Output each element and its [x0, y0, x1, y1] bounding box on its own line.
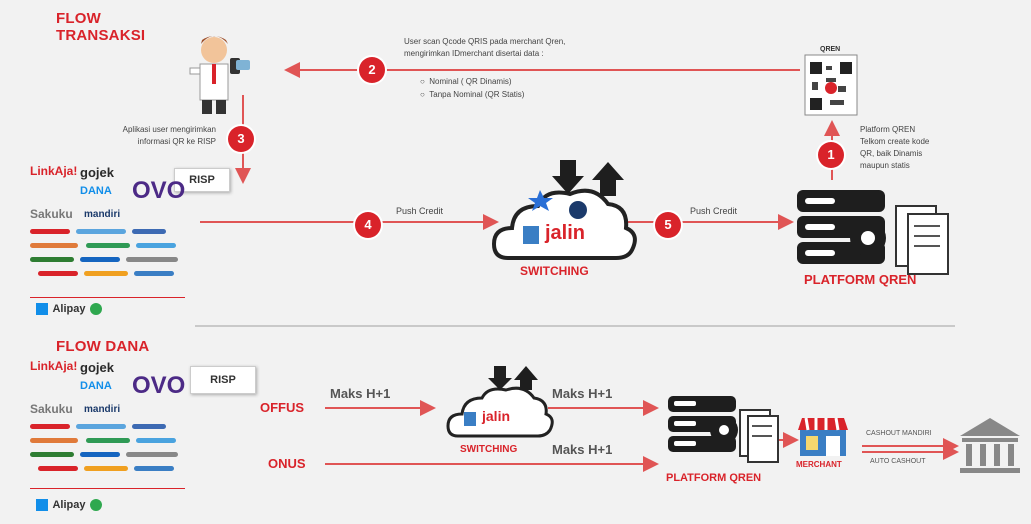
logo-strip-4: [30, 243, 78, 248]
step2-bullet-1-text: Nominal ( QR Dinamis): [429, 77, 512, 86]
alipay-logo-top: Alipay: [36, 300, 102, 318]
flow-dana-title: FLOW DANA: [56, 338, 150, 355]
mandiri-logo-bottom: mandiri: [84, 404, 121, 415]
logo-strip-7: [30, 257, 74, 262]
maks-h1-label-3: Maks H+1: [552, 442, 613, 457]
logo-strip-b10: [38, 466, 78, 471]
alipay-logo-bottom: Alipay: [36, 496, 102, 514]
switching-cloud-bottom: [446, 366, 554, 438]
logo-strip-b2: [76, 424, 126, 429]
switching-label-bottom: SWITCHING: [460, 444, 518, 455]
step-badge-4: 4: [355, 212, 381, 238]
push-credit-label-5: Push Credit: [690, 206, 738, 216]
wechat-pay-icon: [89, 498, 102, 511]
logo-underline-bottom: [30, 488, 185, 489]
logo-strip-b12: [134, 466, 174, 471]
alipay-icon: [36, 498, 48, 511]
logo-strip-11: [84, 271, 128, 276]
qr-brand-label: QREN: [820, 46, 841, 53]
alipay-text: Alipay: [52, 498, 86, 511]
gojek-logo-bottom: gojek: [80, 360, 114, 375]
step1-text-line3: QR, baik Dinamis: [860, 149, 923, 158]
linkaja-logo-bottom: LinkAja!: [30, 359, 78, 373]
ovo-logo-bottom: OVO: [132, 372, 186, 399]
step2-text-line1: User scan Qcode QRIS pada merchant Qren,: [404, 37, 566, 46]
flow-transaksi-title-line1: FLOW: [56, 10, 101, 27]
logo-underline-top: [30, 297, 185, 298]
step-badge-2: 2: [359, 57, 385, 83]
dana-logo: DANA: [80, 185, 112, 197]
jalin-logo-top: jalin: [545, 222, 586, 244]
logo-strip-b1: [30, 424, 70, 429]
risp-box-bottom: RISP: [190, 366, 256, 394]
step2-bullet-2-text: Tanpa Nominal (QR Statis): [429, 90, 525, 99]
step2-bullet-2: ○ Tanpa Nominal (QR Statis): [420, 90, 525, 99]
platform-qren-label-bottom: PLATFORM QREN: [666, 472, 762, 484]
user-person-icon: [189, 36, 250, 114]
platform-qren-label-top: PLATFORM QREN: [804, 272, 917, 287]
logo-strip-b9: [126, 452, 178, 457]
push-credit-label-4: Push Credit: [396, 206, 444, 216]
auto-cashout-label: AUTO CASHOUT: [870, 458, 926, 465]
logo-strip-12: [134, 271, 174, 276]
switching-label-top: SWITCHING: [520, 264, 589, 278]
logo-strip-8: [80, 257, 120, 262]
payment-logos-bottom: LinkAja! gojek DANA OVO Sakuku mandiri: [30, 360, 190, 490]
cashout-mandiri-label: CASHOUT MANDIRI: [866, 430, 932, 437]
logo-strip-9: [126, 257, 178, 262]
step-badge-1: 1: [818, 142, 844, 168]
step-badge-5: 5: [655, 212, 681, 238]
logo-strip-b6: [136, 438, 176, 443]
step2-text-line2: mengirimkan IDmerchant disertai data :: [404, 49, 544, 58]
step1-text-line4: maupun statis: [860, 161, 910, 170]
alipay-text: Alipay: [52, 302, 86, 315]
alipay-icon: [36, 302, 48, 315]
flow-transaksi-title-line2: TRANSAKSI: [56, 27, 146, 44]
logo-strip-3: [132, 229, 166, 234]
wechat-pay-icon: [89, 302, 102, 315]
bank-icon: [960, 418, 1020, 473]
sakuku-logo-bottom: Sakuku: [30, 402, 73, 416]
onus-label: ONUS: [268, 456, 306, 471]
offus-label: OFFUS: [260, 400, 305, 415]
logo-strip-10: [38, 271, 78, 276]
logo-strip-b5: [86, 438, 130, 443]
logo-strip-b8: [80, 452, 120, 457]
step3-text-line1: Aplikasi user mengirimkan: [122, 125, 216, 134]
merchant-store-icon: [798, 417, 848, 456]
logo-strip-b7: [30, 452, 74, 457]
step1-text-line2: Telkom create kode: [860, 137, 930, 146]
qr-code-icon: [804, 54, 858, 116]
maks-h1-label-1: Maks H+1: [330, 386, 391, 401]
payment-logos-top: LinkAja! gojek DANA OVO Sakuku mandiri: [30, 165, 190, 315]
linkaja-logo: LinkAja!: [30, 164, 78, 178]
switching-cloud-top: [491, 160, 637, 260]
mandiri-logo: mandiri: [84, 209, 121, 220]
logo-strip-b11: [84, 466, 128, 471]
platform-server-top: [797, 190, 949, 275]
step1-text-line1: Platform QREN: [860, 125, 916, 134]
maks-h1-label-2: Maks H+1: [552, 386, 613, 401]
logo-strip-6: [136, 243, 176, 248]
risp-box-top: RISP: [174, 168, 230, 192]
ovo-logo: OVO: [132, 177, 186, 204]
logo-strip-b3: [132, 424, 166, 429]
gojek-logo: gojek: [80, 165, 114, 180]
logo-strip-5: [86, 243, 130, 248]
step2-bullet-1: ○ Nominal ( QR Dinamis): [420, 77, 512, 86]
sakuku-logo: Sakuku: [30, 207, 73, 221]
logo-strip-1: [30, 229, 70, 234]
logo-strip-2: [76, 229, 126, 234]
step-badge-3: 3: [228, 126, 254, 152]
logo-strip-b4: [30, 438, 78, 443]
step3-text-line2: informasi QR ke RISP: [137, 137, 216, 146]
dana-logo-bottom: DANA: [80, 380, 112, 392]
merchant-label: MERCHANT: [796, 460, 842, 469]
platform-server-bottom: [668, 396, 779, 463]
jalin-logo-bottom: jalin: [482, 408, 511, 424]
